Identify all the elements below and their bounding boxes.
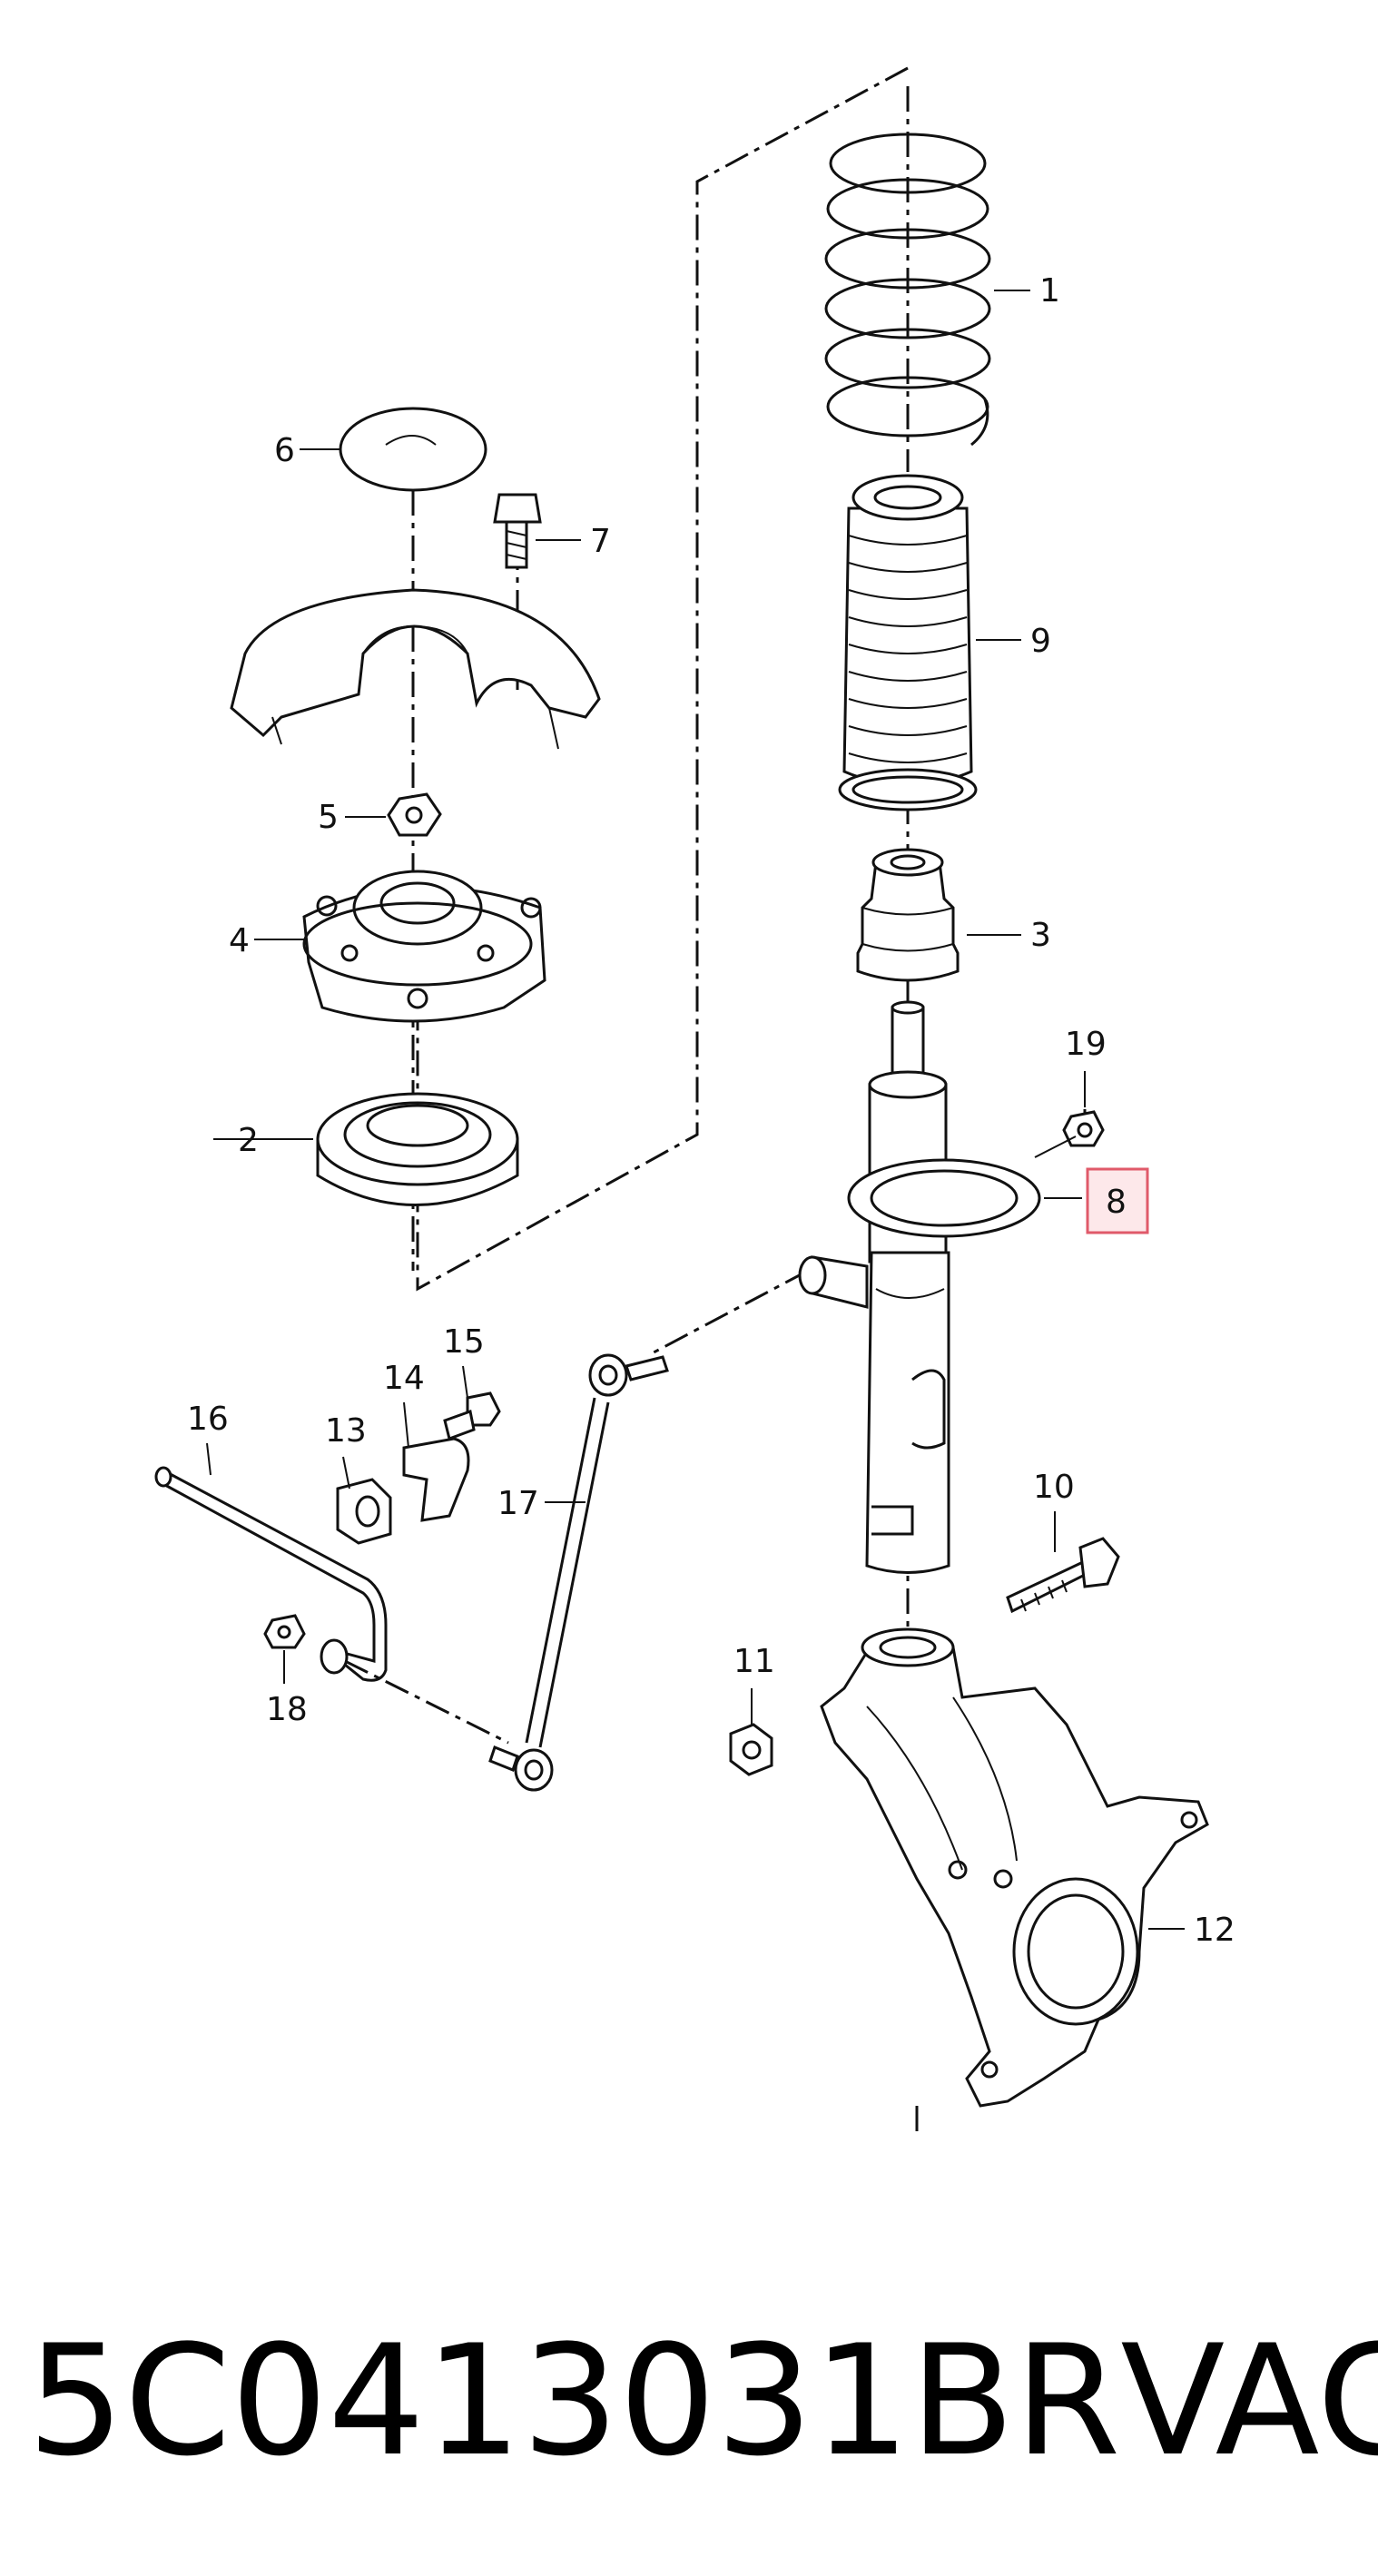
part-label-7: 7 xyxy=(590,523,611,560)
part-label-3: 3 xyxy=(1030,917,1051,954)
mount-nut xyxy=(387,792,442,837)
highlight-box xyxy=(1086,1167,1149,1234)
part-label-13: 13 xyxy=(325,1412,367,1450)
clamp-bolt xyxy=(443,1391,501,1440)
part-label-9: 9 xyxy=(1030,623,1051,660)
pinch-bolt xyxy=(1006,1537,1120,1614)
part-label-2: 2 xyxy=(238,1122,259,1159)
coil-spring xyxy=(824,133,991,447)
strut-bearing xyxy=(316,1092,519,1206)
mount-cap xyxy=(339,407,487,492)
part-label-16: 16 xyxy=(187,1401,229,1438)
part-label-18: 18 xyxy=(266,1691,308,1728)
part-label-17: 17 xyxy=(497,1485,539,1522)
part-label-14: 14 xyxy=(383,1360,425,1397)
part-label-19: 19 xyxy=(1065,1026,1107,1063)
part-label-11: 11 xyxy=(733,1643,775,1680)
top-shield xyxy=(230,588,601,750)
stabilizer-bar xyxy=(154,1466,388,1682)
dust-boot xyxy=(838,474,978,811)
bolt xyxy=(493,493,542,569)
strut-mount xyxy=(302,870,546,1023)
part-caption: 5C0413031BR VAG xyxy=(27,2310,1378,2492)
stabilizer-bushing xyxy=(336,1478,392,1545)
bushing-clamp xyxy=(402,1437,470,1522)
part-label-1: 1 xyxy=(1039,272,1060,310)
link-nut xyxy=(263,1614,306,1649)
stabilizer-link xyxy=(488,1353,669,1792)
brand-name: VAG xyxy=(1120,2312,1378,2490)
part-label-6: 6 xyxy=(274,432,295,469)
steering-knuckle xyxy=(820,1627,1209,2108)
part-label-15: 15 xyxy=(443,1323,485,1361)
part-label-8: 8 xyxy=(1106,1184,1127,1221)
bump-stop xyxy=(856,848,960,982)
shock-absorber xyxy=(798,1000,1041,1574)
part-label-4: 4 xyxy=(229,922,250,959)
part-label-10: 10 xyxy=(1033,1469,1075,1506)
part-number: 5C0413031BR xyxy=(27,2312,1121,2490)
part-label-5: 5 xyxy=(318,799,339,836)
part-labels: 1 2 3 4 5 6 7 8 9 10 11 12 13 14 15 16 xyxy=(187,272,1235,1949)
part-label-12: 12 xyxy=(1194,1912,1235,1949)
pinch-bolt-nut xyxy=(729,1723,773,1776)
